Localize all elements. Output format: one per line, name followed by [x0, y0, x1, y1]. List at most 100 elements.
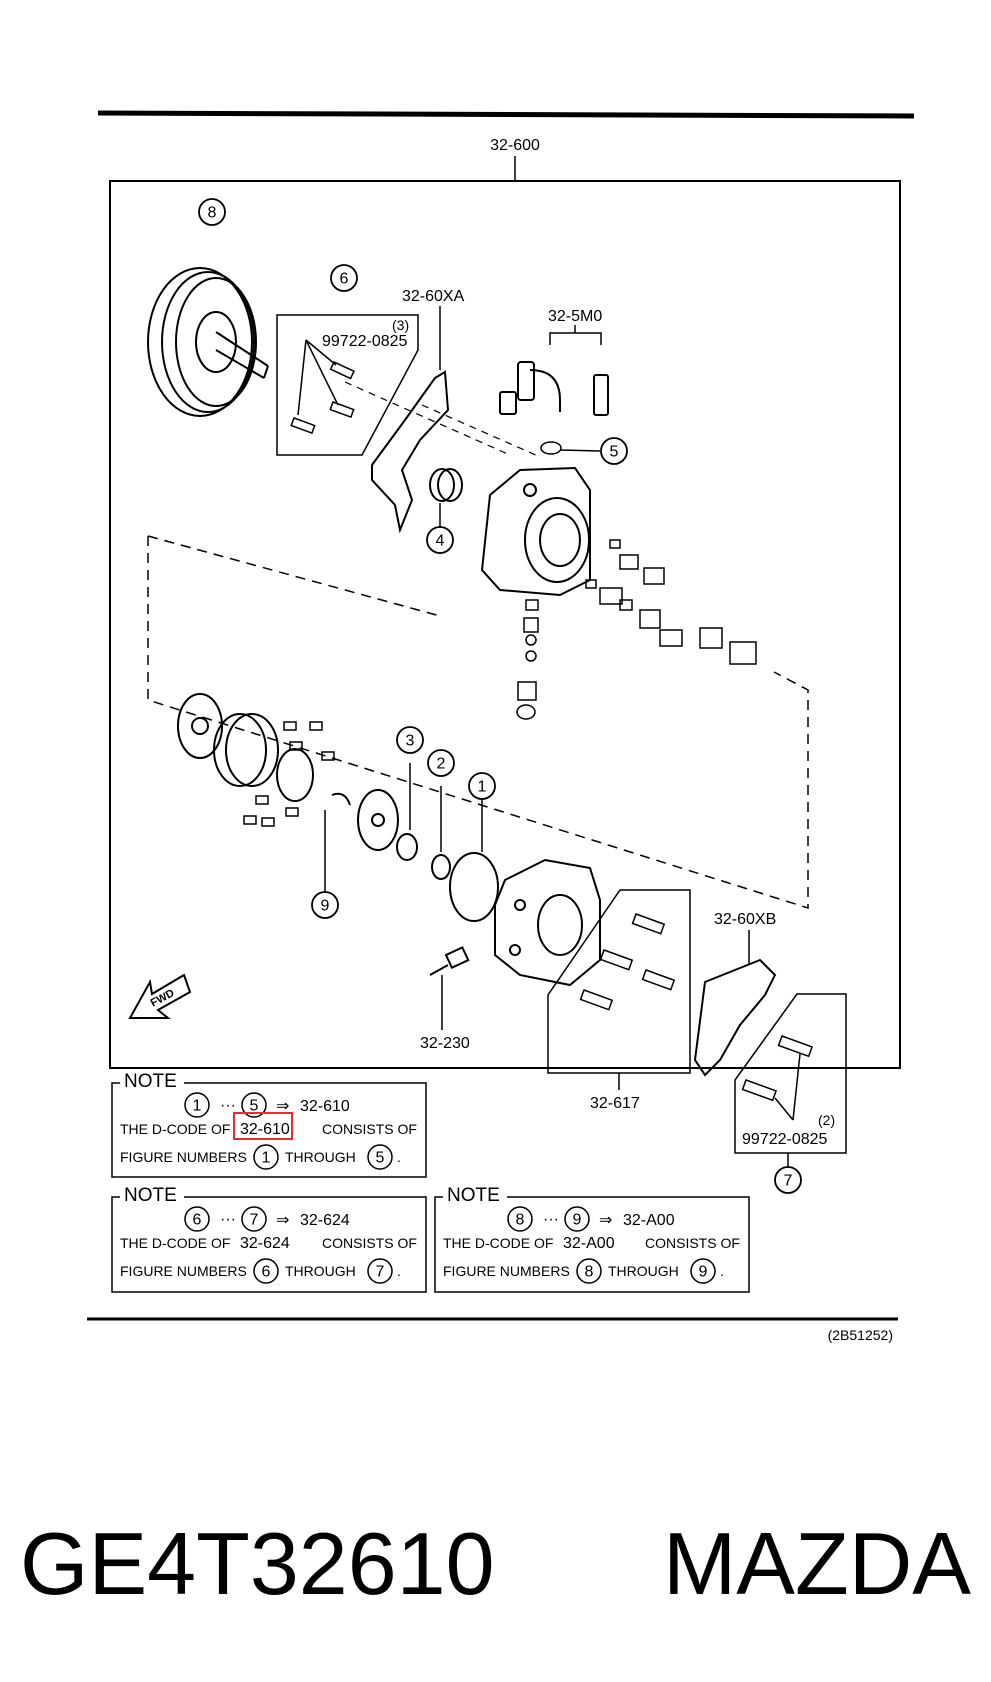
- note-line3-from-number: 1: [262, 1150, 271, 1167]
- note-line2-prefix: THE D-CODE OF: [120, 1121, 230, 1137]
- switch-part: [429, 946, 470, 976]
- note-line2-code: 32-A00: [563, 1235, 615, 1252]
- callout-9-number: 9: [321, 898, 330, 915]
- note-arrow: ⇒: [276, 1212, 289, 1229]
- cartridge-parts: [177, 693, 399, 851]
- note-line3-to-number: 9: [699, 1264, 708, 1281]
- pipe-label: 32-5M0: [548, 308, 602, 325]
- bolt-group-617: [547, 889, 691, 1074]
- note-line2-prefix: THE D-CODE OF: [120, 1235, 230, 1251]
- note-line3-mid: THROUGH: [285, 1149, 356, 1165]
- bolt-group-7: [734, 993, 847, 1154]
- note-line2-suffix: CONSISTS OF: [645, 1235, 740, 1251]
- note-line3-end: .: [397, 1149, 401, 1165]
- callout-1: 1: [468, 772, 496, 800]
- note-range-from: [184, 1092, 210, 1118]
- pipe-part: [499, 361, 609, 416]
- note-line3-mid: THROUGH: [285, 1263, 356, 1279]
- note-range-from-number: 6: [193, 1212, 202, 1229]
- note-range-from: [184, 1206, 210, 1232]
- note-target-code: 32-624: [300, 1212, 350, 1229]
- highlight-box: [233, 1112, 293, 1140]
- bolt-7-qty: (2): [818, 1112, 835, 1128]
- callout-9: 9: [311, 891, 339, 919]
- bracket-b-part: [693, 958, 777, 1077]
- callout-8-number: 8: [208, 205, 217, 222]
- note-line3-prefix: FIGURE NUMBERS: [120, 1263, 247, 1279]
- note-line3-end: .: [397, 1263, 401, 1279]
- note-range-to: [241, 1092, 267, 1118]
- note-line3-from: [253, 1258, 279, 1284]
- part-number: GE4T32610: [20, 1514, 495, 1613]
- bracket-b-label: 32-60XB: [714, 911, 776, 928]
- note-range-to-number: 9: [573, 1212, 582, 1229]
- callout-2: 2: [427, 749, 455, 777]
- bolts-label: 32-617: [590, 1095, 640, 1112]
- callout-4: 4: [426, 526, 454, 554]
- assembly-label: 32-600: [490, 137, 540, 154]
- bolt-6-label: 99722-0825: [322, 333, 408, 350]
- note-line2-prefix: THE D-CODE OF: [443, 1235, 553, 1251]
- pump-valve-parts: [516, 539, 757, 720]
- fwd-arrow-icon: FWD: [128, 973, 192, 1019]
- note-line3-to: [367, 1144, 393, 1170]
- callout-5-number: 5: [610, 444, 619, 461]
- note-arrow: ⇒: [276, 1098, 289, 1115]
- note-line3-to: [367, 1258, 393, 1284]
- note-line3-to-number: 5: [376, 1150, 385, 1167]
- note-line3-from-number: 6: [262, 1264, 271, 1281]
- bracket-a-label: 32-60XA: [402, 288, 465, 305]
- note-line3-from: [253, 1144, 279, 1170]
- callout-7-number: 7: [784, 1173, 793, 1190]
- note-title: NOTE: [124, 1071, 177, 1092]
- callout-3: 3: [396, 726, 424, 754]
- pulley-part: [147, 267, 269, 417]
- callout-2-number: 2: [437, 756, 446, 773]
- callout-6-number: 6: [340, 271, 349, 288]
- bolt-7-label: 99722-0825: [742, 1131, 828, 1148]
- rear-cover: [494, 858, 601, 987]
- callout-7: 7: [774, 1166, 802, 1194]
- note-line3-from: [576, 1258, 602, 1284]
- bolt-6-qty: (3): [392, 317, 409, 333]
- note-range-to: [241, 1206, 267, 1232]
- note-line3-mid: THROUGH: [608, 1263, 679, 1279]
- callout-5: 5: [600, 437, 628, 465]
- note-dots: ···: [220, 1211, 236, 1228]
- switch-label: 32-230: [420, 1035, 470, 1052]
- callout-8: 8: [198, 198, 226, 226]
- note-range-from-number: 1: [193, 1098, 202, 1115]
- note-line2-code: 32-624: [240, 1235, 290, 1252]
- pump-body: [480, 466, 591, 597]
- note-arrow: ⇒: [599, 1212, 612, 1229]
- note-range-to-number: 7: [250, 1212, 259, 1229]
- vanes: [243, 721, 335, 827]
- note-target-code: 32-610: [300, 1098, 350, 1115]
- callout-group: 1 2 3 4 5 6 7 8 9: [198, 198, 802, 1194]
- note-range-from: [507, 1206, 533, 1232]
- note-range-from-number: 8: [516, 1212, 525, 1229]
- bracket-a-part: [371, 370, 450, 534]
- note-range-to-number: 5: [250, 1098, 259, 1115]
- bolt-group-6: [276, 314, 419, 456]
- note-line3-to: [690, 1258, 716, 1284]
- note-range-to: [564, 1206, 590, 1232]
- note-line3-prefix: FIGURE NUMBERS: [443, 1263, 570, 1279]
- bolt-set-6: [290, 339, 355, 435]
- callout-6: 6: [330, 264, 358, 292]
- callout-3-number: 3: [406, 733, 415, 750]
- callout-1-number: 1: [478, 779, 487, 796]
- note-dots: ···: [543, 1211, 559, 1228]
- svg-text:FWD: FWD: [149, 987, 177, 1009]
- assembly-frame: [109, 180, 901, 1069]
- note-line3-to-number: 7: [376, 1264, 385, 1281]
- note-dots: ···: [220, 1097, 236, 1114]
- bearing-part: [429, 468, 463, 502]
- top-rule: [97, 110, 915, 119]
- note-line3-end: .: [720, 1263, 724, 1279]
